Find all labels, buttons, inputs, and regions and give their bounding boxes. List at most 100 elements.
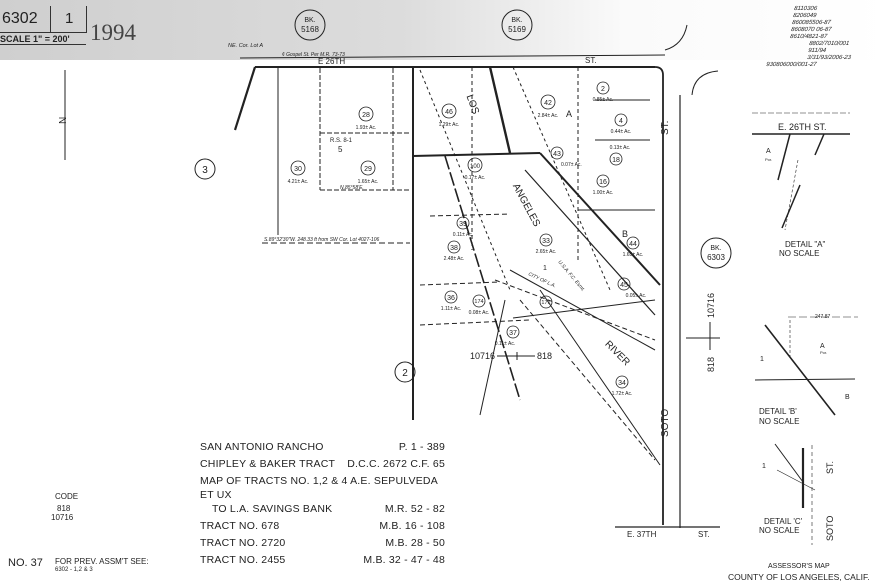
parcel-36[interactable]: 361.11± Ac. [441, 290, 461, 312]
book-5168-badge: BK.5168 [294, 9, 326, 41]
svg-text:0.17± Ac.: 0.17± Ac. [465, 175, 486, 181]
parcel-16[interactable]: 161.00± Ac. [593, 174, 614, 196]
svg-text:1: 1 [762, 463, 766, 470]
parcel-boundaries [233, 66, 661, 466]
svg-text:0.07± Ac.: 0.07± Ac. [561, 162, 582, 168]
reference-value: M.B. 32 - 47 - 48 [363, 554, 445, 566]
svg-text:Por.: Por. [820, 350, 827, 355]
reference-value: M.B. 16 - 108 [379, 520, 445, 532]
svg-text:1: 1 [760, 356, 764, 363]
svg-text:39: 39 [459, 221, 467, 228]
parcel-46[interactable]: 461.29± Ac. [439, 103, 460, 128]
note-usa: U.S.A. F.C. Esmt. [556, 259, 586, 293]
svg-text:29: 29 [364, 166, 372, 173]
year-label: 1994 [90, 20, 136, 45]
parcel-38[interactable]: 382.48± Ac. [444, 240, 465, 262]
reference-value: M.R. 52 - 82 [384, 503, 445, 515]
scale-label: SCALE 1" = 200' [0, 34, 86, 45]
street-e26th: E 26TH [318, 57, 345, 66]
svg-text:B: B [845, 394, 850, 401]
note-lot5: 5 [338, 145, 343, 154]
svg-text:4: 4 [619, 118, 623, 125]
parcel-34[interactable]: 341.72± Ac. [612, 375, 633, 397]
detail-a: E. 26TH ST. A Por. DETAIL "A" NO SCALE [752, 112, 850, 258]
svg-text:A: A [820, 343, 825, 350]
note-bearing: N.85°58'E. [340, 185, 364, 191]
svg-text:44: 44 [629, 241, 637, 248]
parcel-37[interactable]: 370.11± Ac. [495, 325, 520, 347]
parcel-18[interactable]: 18 0.13± Ac. [610, 145, 631, 166]
note-city: CITY OF L.A. [527, 271, 557, 289]
detail-c: 1 ST. SOTO DETAIL 'C' NO SCALE [759, 443, 835, 545]
svg-text:2.48± Ac.: 2.48± Ac. [444, 256, 465, 262]
street-lines [239, 24, 720, 528]
street-soto-st: ST. [660, 121, 671, 135]
parcel-29[interactable]: 29 1.65± Ac. [358, 160, 379, 185]
reference-name: TO L.A. SAVINGS BANK [212, 503, 333, 515]
svg-text:0.08± Ac.: 0.08± Ac. [469, 310, 490, 316]
reference-value: D.C.C. 2672 C.F. 65 [347, 458, 445, 470]
svg-text:0.85± Ac.: 0.85± Ac. [593, 97, 614, 103]
svg-text:1.65± Ac.: 1.65± Ac. [623, 252, 644, 258]
note-centerline: ¢ Gospel St. Per M.R. 73-73 [282, 52, 345, 58]
page-ref-2: 2 [394, 361, 416, 383]
svg-text:N: N [58, 117, 69, 124]
street-river: RIVER [602, 339, 631, 368]
street-los: LOS [464, 93, 481, 116]
note-rs: R.S. 8-1 [330, 138, 353, 144]
parcel-39[interactable]: 390.11± Ac. [453, 216, 473, 238]
map-number: NO. 37 [8, 557, 43, 569]
svg-text:1.72± Ac.: 1.72± Ac. [612, 391, 633, 397]
svg-text:1.29± Ac.: 1.29± Ac. [439, 122, 460, 128]
county-label: COUNTY OF LOS ANGELES, CALIF. [728, 572, 870, 582]
street-e37th-st: ST. [698, 530, 710, 539]
svg-text:NO SCALE: NO SCALE [779, 249, 819, 258]
parcel-2[interactable]: 2 0.85± Ac. [593, 81, 614, 103]
reference-name: MAP OF TRACTS NO. 1,2 & 4 A.E. SEPULVEDA… [200, 475, 438, 501]
svg-text:43: 43 [553, 151, 561, 158]
parcel-42[interactable]: 422.84± Ac. [538, 94, 559, 119]
svg-text:818: 818 [537, 351, 552, 361]
svg-text:28: 28 [362, 112, 370, 119]
parcel-43[interactable]: 430.07± Ac. [550, 146, 582, 168]
parcel-171[interactable]: 171 [539, 295, 553, 309]
svg-text:10716: 10716 [470, 351, 495, 361]
svg-text:0.44± Ac.: 0.44± Ac. [611, 129, 632, 135]
svg-text:2: 2 [601, 86, 605, 93]
previous-assessment-ref: 6302 - 1,2 & 3 [55, 567, 93, 573]
svg-text:18: 18 [612, 157, 620, 164]
parcel-45[interactable]: 450.05± Ac. [617, 277, 646, 299]
page-ref-3: 3 [194, 158, 216, 180]
parcel-33[interactable]: 332.65± Ac. [536, 233, 557, 255]
street-e37th: E. 37TH [627, 530, 657, 539]
parcel-44[interactable]: 44 1.65± Ac. [623, 236, 644, 258]
parcel-18-area: 0.13± Ac. [610, 145, 631, 151]
svg-text:BK.: BK. [304, 17, 315, 24]
parcel-4[interactable]: 4 0.44± Ac. [611, 113, 632, 135]
svg-text:0.11± Ac.: 0.11± Ac. [495, 341, 515, 347]
svg-text:1.65± Ac.: 1.65± Ac. [358, 179, 379, 185]
reference-name: TRACT NO. 2720 [200, 537, 286, 549]
reference-row: MAP OF TRACTS NO. 1,2 & 4 A.E. SEPULVEDA… [200, 474, 445, 502]
svg-text:NO SCALE: NO SCALE [759, 417, 799, 426]
lot-1-label: 1 [543, 265, 547, 272]
svg-text:10716: 10716 [706, 293, 716, 318]
svg-text:247.87: 247.87 [815, 314, 831, 320]
reference-value: M.B. 28 - 50 [385, 537, 445, 549]
parcel-28[interactable]: 281.93± Ac. [356, 106, 377, 131]
svg-text:5169: 5169 [508, 25, 526, 34]
north-arrow-icon: N [58, 70, 69, 160]
code-value: 818 [57, 504, 71, 513]
parcel-30[interactable]: 304.21± Ac. [288, 160, 309, 185]
map-book-number: 6302 [2, 10, 38, 27]
svg-text:1.00± Ac.: 1.00± Ac. [593, 190, 614, 196]
svg-text:5168: 5168 [301, 25, 319, 34]
svg-text:ST.: ST. [825, 461, 835, 474]
svg-text:1.11± Ac.: 1.11± Ac. [441, 306, 461, 312]
